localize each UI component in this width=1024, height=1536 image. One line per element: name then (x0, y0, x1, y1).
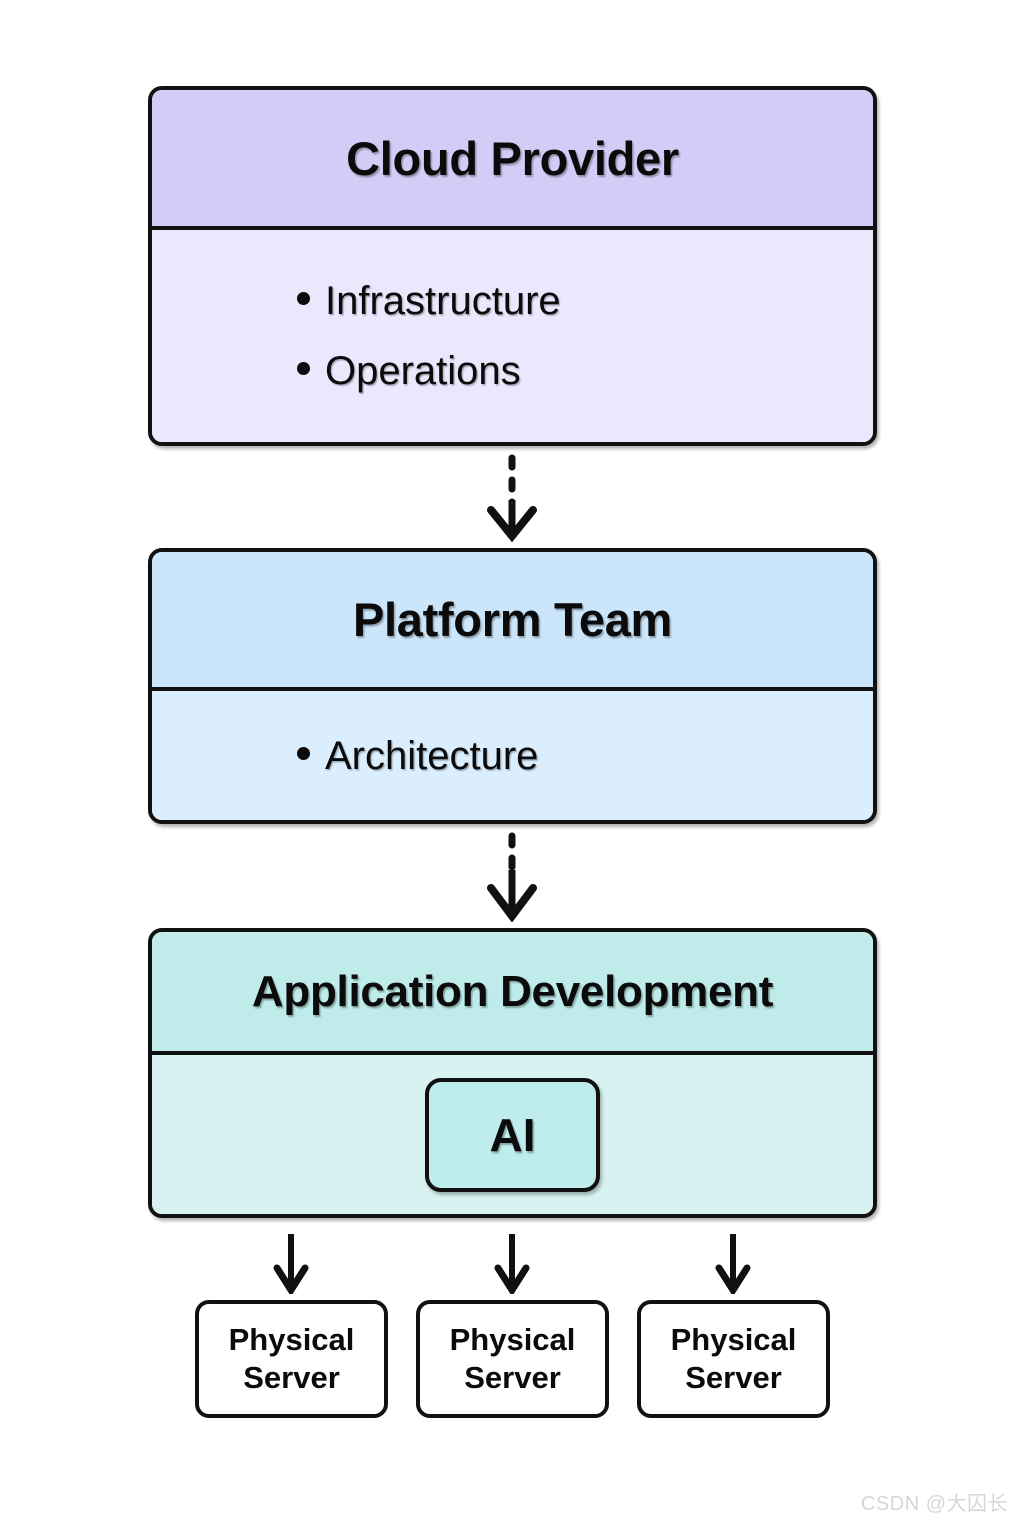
bullet-list-cloud-provider: Infrastructure Operations (297, 281, 873, 391)
bullet-dot-icon (297, 292, 310, 305)
layer-body-application-development: AI (152, 1055, 873, 1214)
physical-server-box: Physical Server (195, 1300, 388, 1418)
layer-body-platform-team: Architecture (152, 691, 873, 820)
connector-platform-to-appdev-arrow-icon (487, 832, 537, 922)
connector-cloud-to-platform-arrow-icon (487, 454, 537, 542)
bullet-label: Operations (325, 349, 521, 393)
bullet-dot-icon (297, 362, 310, 375)
layer-header-cloud-provider: Cloud Provider (152, 90, 873, 230)
bullet-dot-icon (297, 746, 310, 760)
physical-server-box: Physical Server (416, 1300, 609, 1418)
layer-header-platform-team: Platform Team (152, 552, 873, 691)
physical-server-label: Physical Server (228, 1322, 355, 1395)
layer-body-cloud-provider: Infrastructure Operations (152, 230, 873, 442)
layer-title-application-development: Application Development (251, 966, 774, 1016)
connector-appdev-to-server-3-arrow-icon (715, 1234, 751, 1294)
layer-title-cloud-provider: Cloud Provider (346, 131, 679, 185)
bullet-item: Architecture (297, 736, 538, 776)
bullet-label: Architecture (325, 733, 539, 778)
connector-appdev-to-server-2-arrow-icon (494, 1234, 530, 1294)
bullet-item: Infrastructure (297, 281, 561, 321)
layer-card-platform-team: Platform Team Architecture (148, 548, 877, 824)
ai-chip[interactable]: AI (425, 1077, 600, 1192)
layer-card-cloud-provider: Cloud Provider Infrastructure Operations (148, 86, 877, 446)
connector-appdev-to-server-1-arrow-icon (273, 1234, 309, 1294)
bullet-item: Operations (297, 351, 521, 391)
bullet-label: Infrastructure (325, 279, 561, 323)
ai-chip-label: AI (489, 1108, 536, 1161)
bullet-list-platform-team: Architecture (297, 736, 873, 776)
physical-server-label: Physical Server (449, 1322, 576, 1395)
layer-title-platform-team: Platform Team (352, 593, 673, 646)
layer-card-application-development: Application Development AI (148, 928, 877, 1218)
watermark: CSDN @大囚长 (860, 1493, 1008, 1515)
physical-server-box: Physical Server (637, 1300, 830, 1418)
physical-server-label: Physical Server (670, 1322, 797, 1395)
layer-header-application-development: Application Development (152, 932, 873, 1055)
